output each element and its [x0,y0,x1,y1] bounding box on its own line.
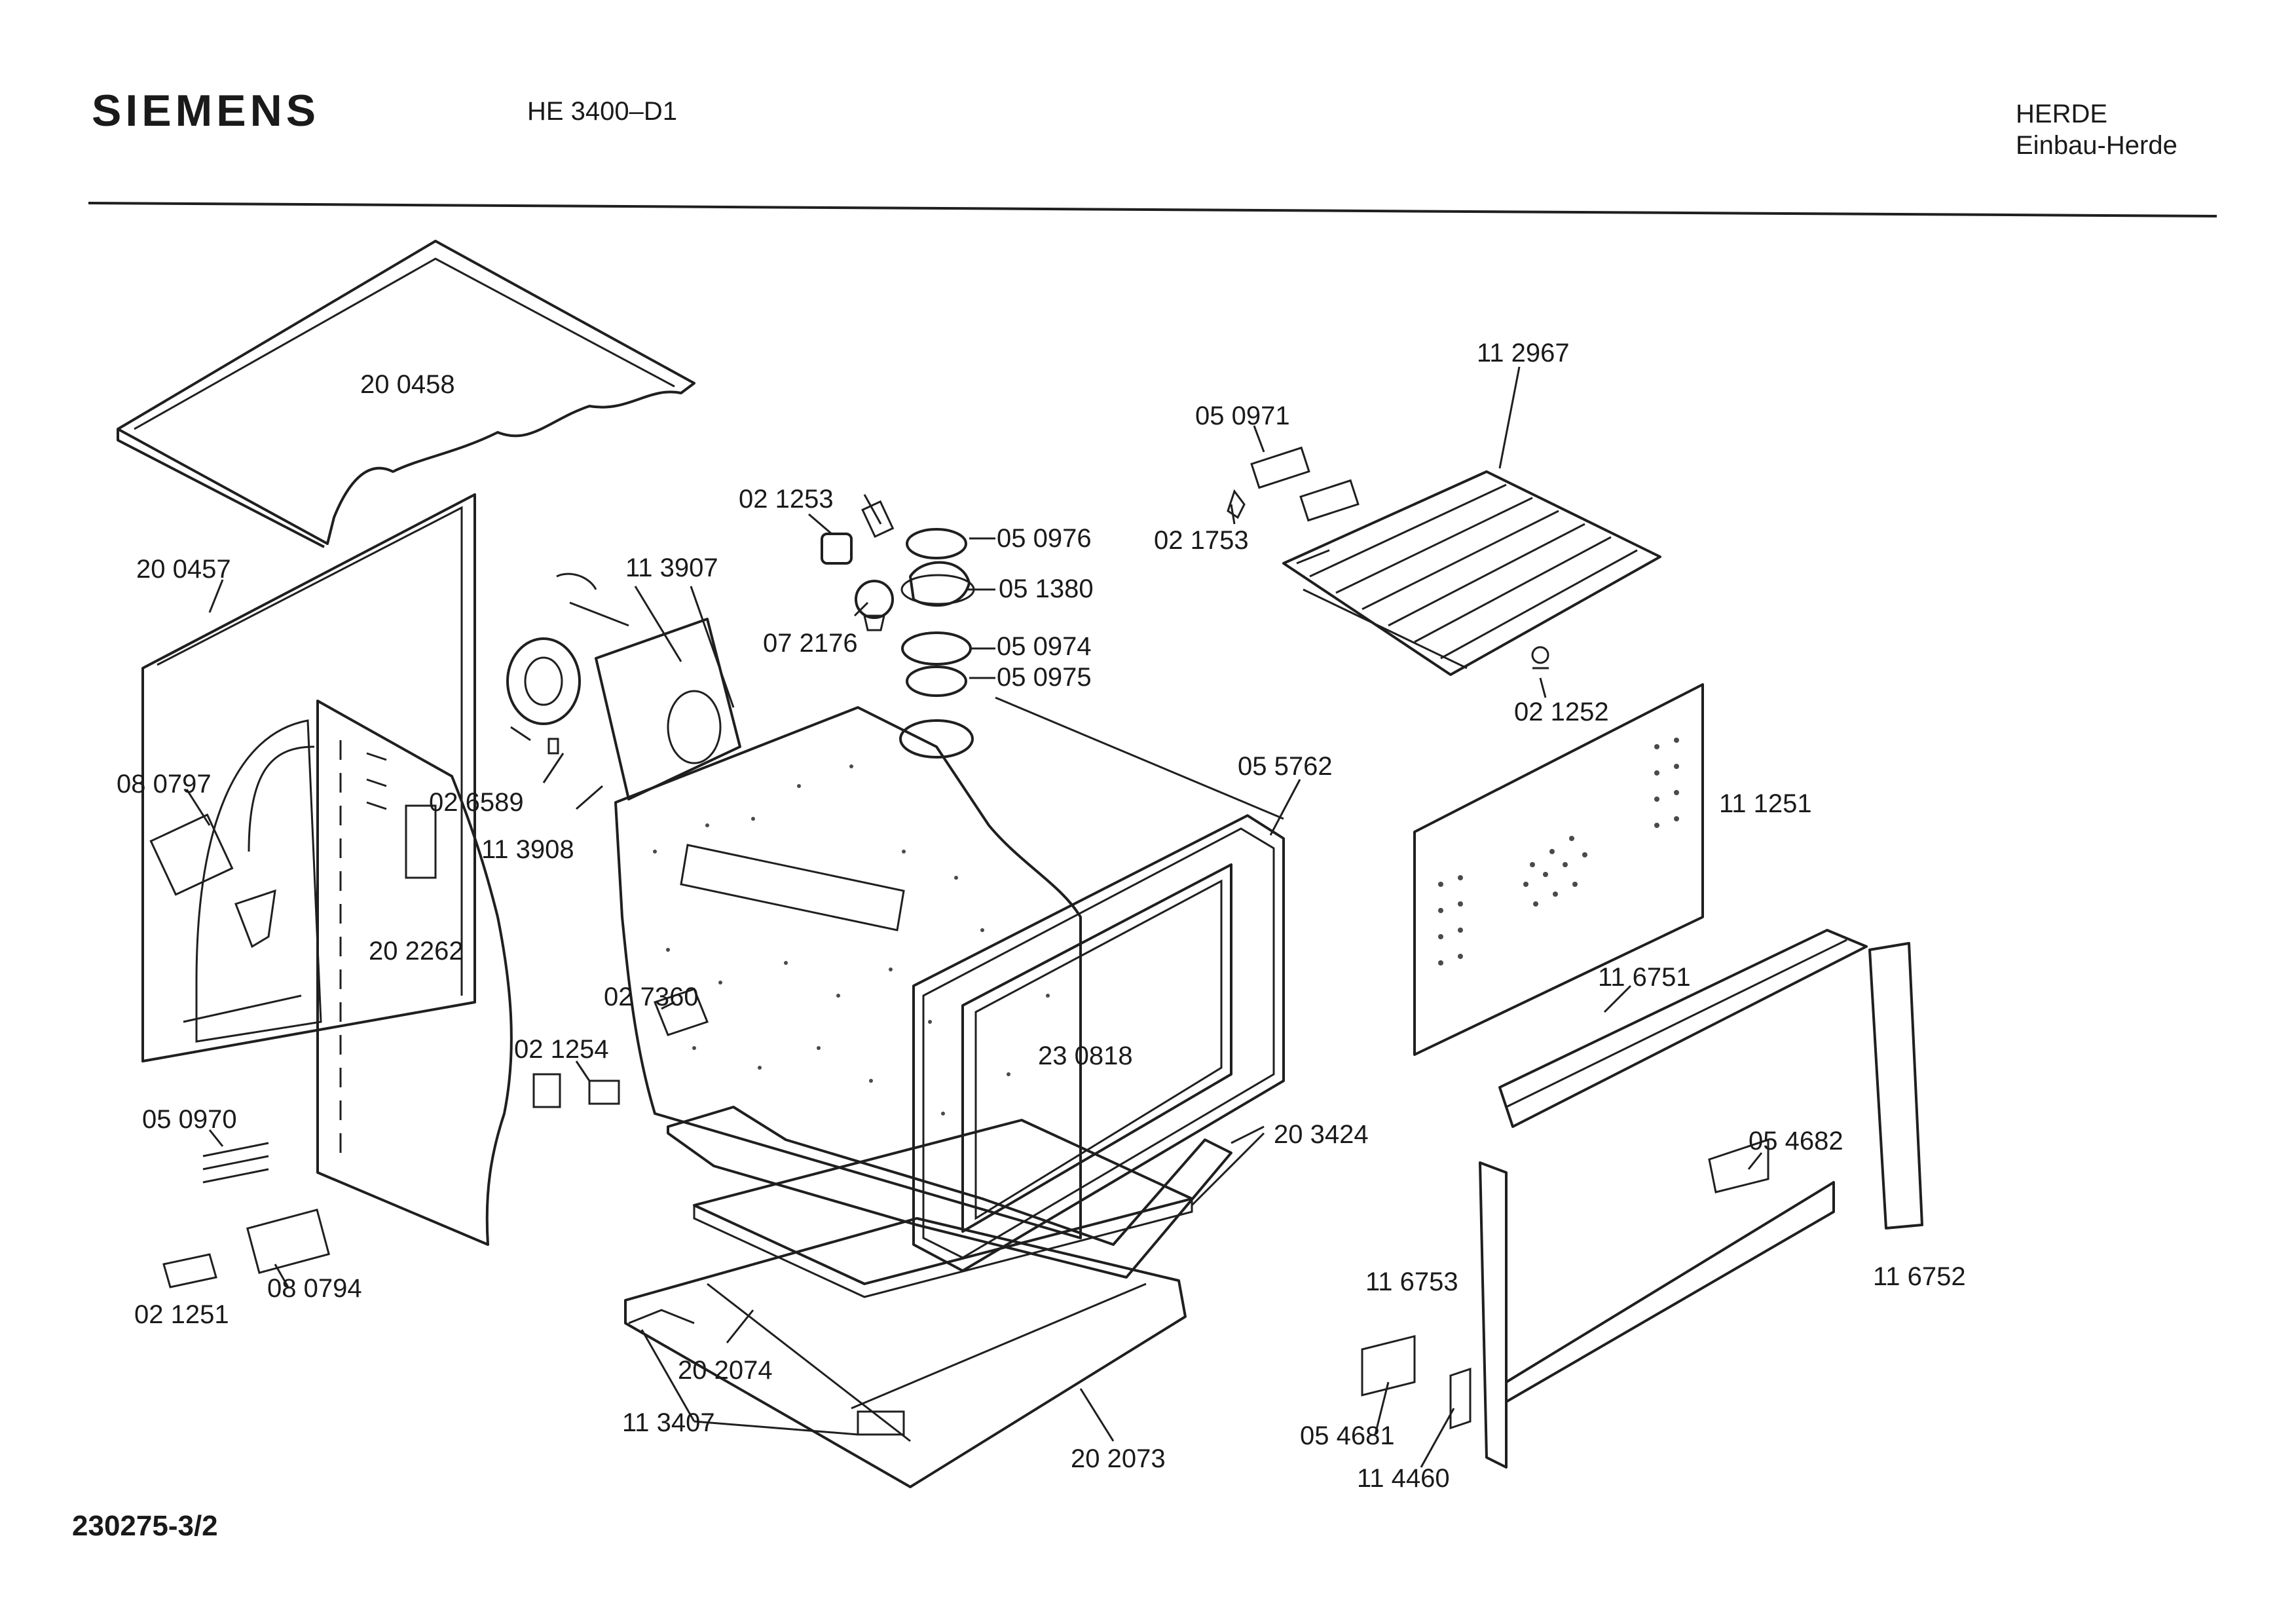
part-label-055762: 05 5762 [1238,752,1333,781]
rail-parts-drawing [1361,929,1923,1469]
top-cover-drawing [117,240,695,548]
part-label-051380: 05 1380 [999,574,1094,603]
part-label-113908: 11 3908 [481,835,574,864]
document-number: 230275-3/2 [72,1510,218,1542]
part-label-021253: 02 1253 [739,485,834,514]
part-label-114460: 11 4460 [1357,1464,1450,1493]
part-label-112967: 11 2967 [1477,339,1570,367]
part-label-113407: 11 3407 [622,1408,715,1437]
part-label-116751: 11 6751 [1598,963,1691,992]
part-label-116753: 11 6753 [1365,1267,1458,1296]
part-label-202073: 20 2073 [1071,1444,1166,1473]
part-label-050975: 05 0975 [997,663,1092,692]
top-heating-element-drawing [1227,446,1661,676]
side-panel-drawing [141,493,476,1062]
part-label-021252: 02 1252 [1514,698,1609,726]
fan-motor-drawing [506,572,741,800]
part-label-050971: 05 0971 [1195,402,1290,430]
part-label-111251: 11 1251 [1719,789,1812,818]
brand-logo: SIEMENS [92,86,320,136]
small-parts-left-drawing [162,988,709,1288]
part-label-050970: 05 0970 [142,1105,237,1134]
model-number: HE 3400–D1 [527,97,678,126]
part-label-021254: 02 1254 [514,1035,609,1064]
part-label-203424: 20 3424 [1274,1120,1369,1149]
back-panel-drawing [1413,683,1704,1056]
bottom-frame-drawing [624,1217,1187,1488]
part-label-050976: 05 0976 [997,524,1092,553]
part-label-050974: 05 0974 [997,632,1092,661]
part-label-021753: 02 1753 [1154,526,1249,555]
header-divider [88,202,2217,217]
part-label-021251: 02 1251 [134,1300,229,1329]
part-label-230818: 23 0818 [1038,1042,1133,1070]
part-label-202074: 20 2074 [678,1356,773,1385]
part-label-054681: 05 4681 [1300,1421,1395,1450]
part-label-072176: 07 2176 [763,629,858,658]
part-label-113907: 11 3907 [625,554,718,582]
door-frame-drawing [912,814,1285,1272]
part-labels: 20 0458 20 0457 08 0797 11 3907 02 6589 … [117,339,1966,1493]
category-label: HERDE [2016,100,2108,128]
part-label-026589: 02 6589 [429,788,524,817]
part-label-054682: 05 4682 [1749,1127,1843,1155]
part-label-080794: 08 0794 [267,1274,362,1303]
oven-lamp-drawing [821,494,975,759]
part-label-200458: 20 0458 [360,370,455,399]
leader-lines [185,366,1763,1468]
part-label-080797: 08 0797 [117,770,212,798]
part-label-116752: 11 6752 [1873,1262,1966,1291]
subcategory-label: Einbau-Herde [2016,131,2177,160]
part-label-027360: 02 7360 [604,983,699,1011]
inner-side-panel-drawing [316,700,513,1246]
bottom-insulation-drawing [693,1119,1193,1298]
part-label-202262: 20 2262 [369,937,464,966]
oven-cavity-drawing [614,696,1284,1279]
part-label-200457: 20 0457 [136,555,231,584]
